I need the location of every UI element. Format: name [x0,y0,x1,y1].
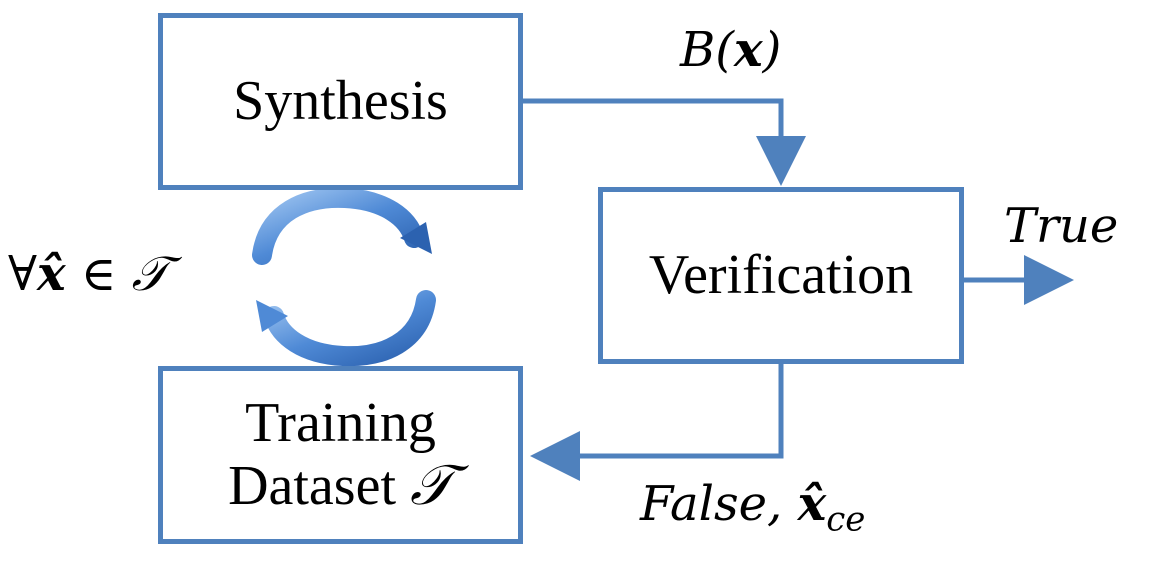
edge-label-bx: B(x) [680,22,782,78]
loop-label-forall: ∀x̂ ∈ 𝒯 [8,246,169,302]
synthesis-box: Synthesis [158,13,523,190]
arrow-synthesis-to-verification [523,98,806,186]
verification-box: Verification [598,187,964,364]
dataset-symbol: 𝒯 [410,452,453,518]
training-label-line1: Training [245,391,436,454]
verification-label: Verification [648,243,914,306]
loop-arrows-icon [252,187,436,367]
edge-label-false: False, x̂ce [640,476,866,540]
arrow-verification-to-training [530,364,784,481]
training-dataset-box: Training Dataset 𝒯 [158,366,523,544]
edge-label-true: True [1004,198,1119,254]
synthesis-label: Synthesis [233,69,448,132]
training-label-line2: Dataset 𝒯 [228,452,453,518]
